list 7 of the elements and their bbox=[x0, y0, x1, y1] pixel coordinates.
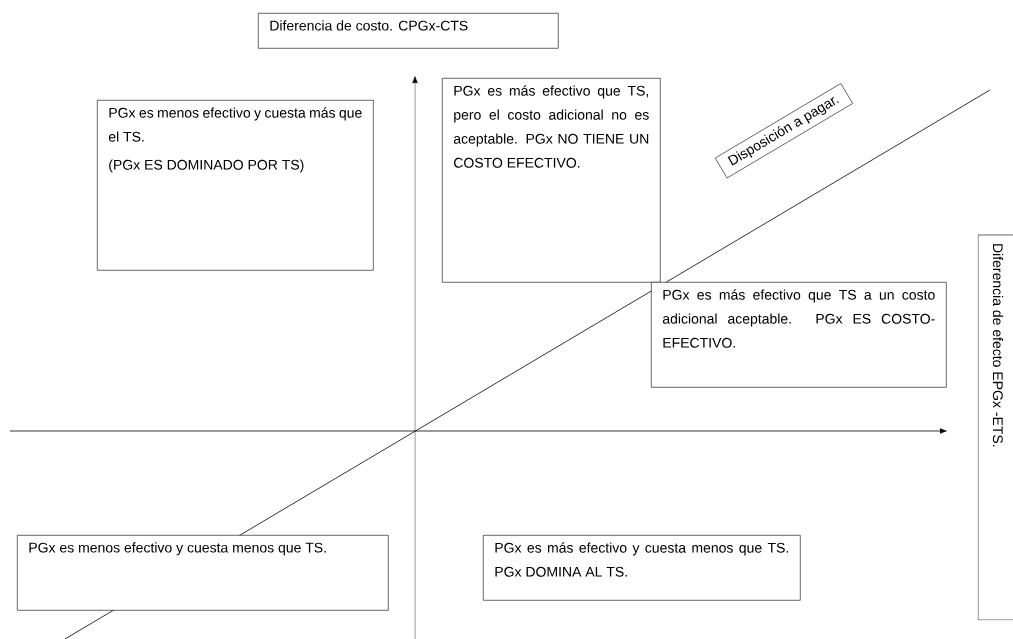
text-box: PGx es más efectivo que TS, pero el costo adicional no es aceptable. PGx NO TIENE UN COSTO EFECTIVO. bbox=[442, 78, 661, 283]
axis-label-box: Diferencia de efecto EPGx -ETS. bbox=[977, 234, 1013, 621]
text-box: PGx es más efectivo y cuesta menos que TS. PGx DOMINA AL TS. bbox=[483, 535, 801, 601]
text-box: Diferencia de costo. CPGx-CTS bbox=[258, 13, 559, 49]
text-box: PGx es más efectivo que TS a un costo adicional aceptable. PGx ES COSTO-EFECTIVO. bbox=[651, 282, 947, 388]
text-box: PGx es menos efectivo y cuesta más que el TS. (PGx ES DOMINADO POR TS) bbox=[97, 100, 374, 271]
text-box: PGx es menos efectivo y cuesta menos que TS. bbox=[17, 535, 389, 611]
